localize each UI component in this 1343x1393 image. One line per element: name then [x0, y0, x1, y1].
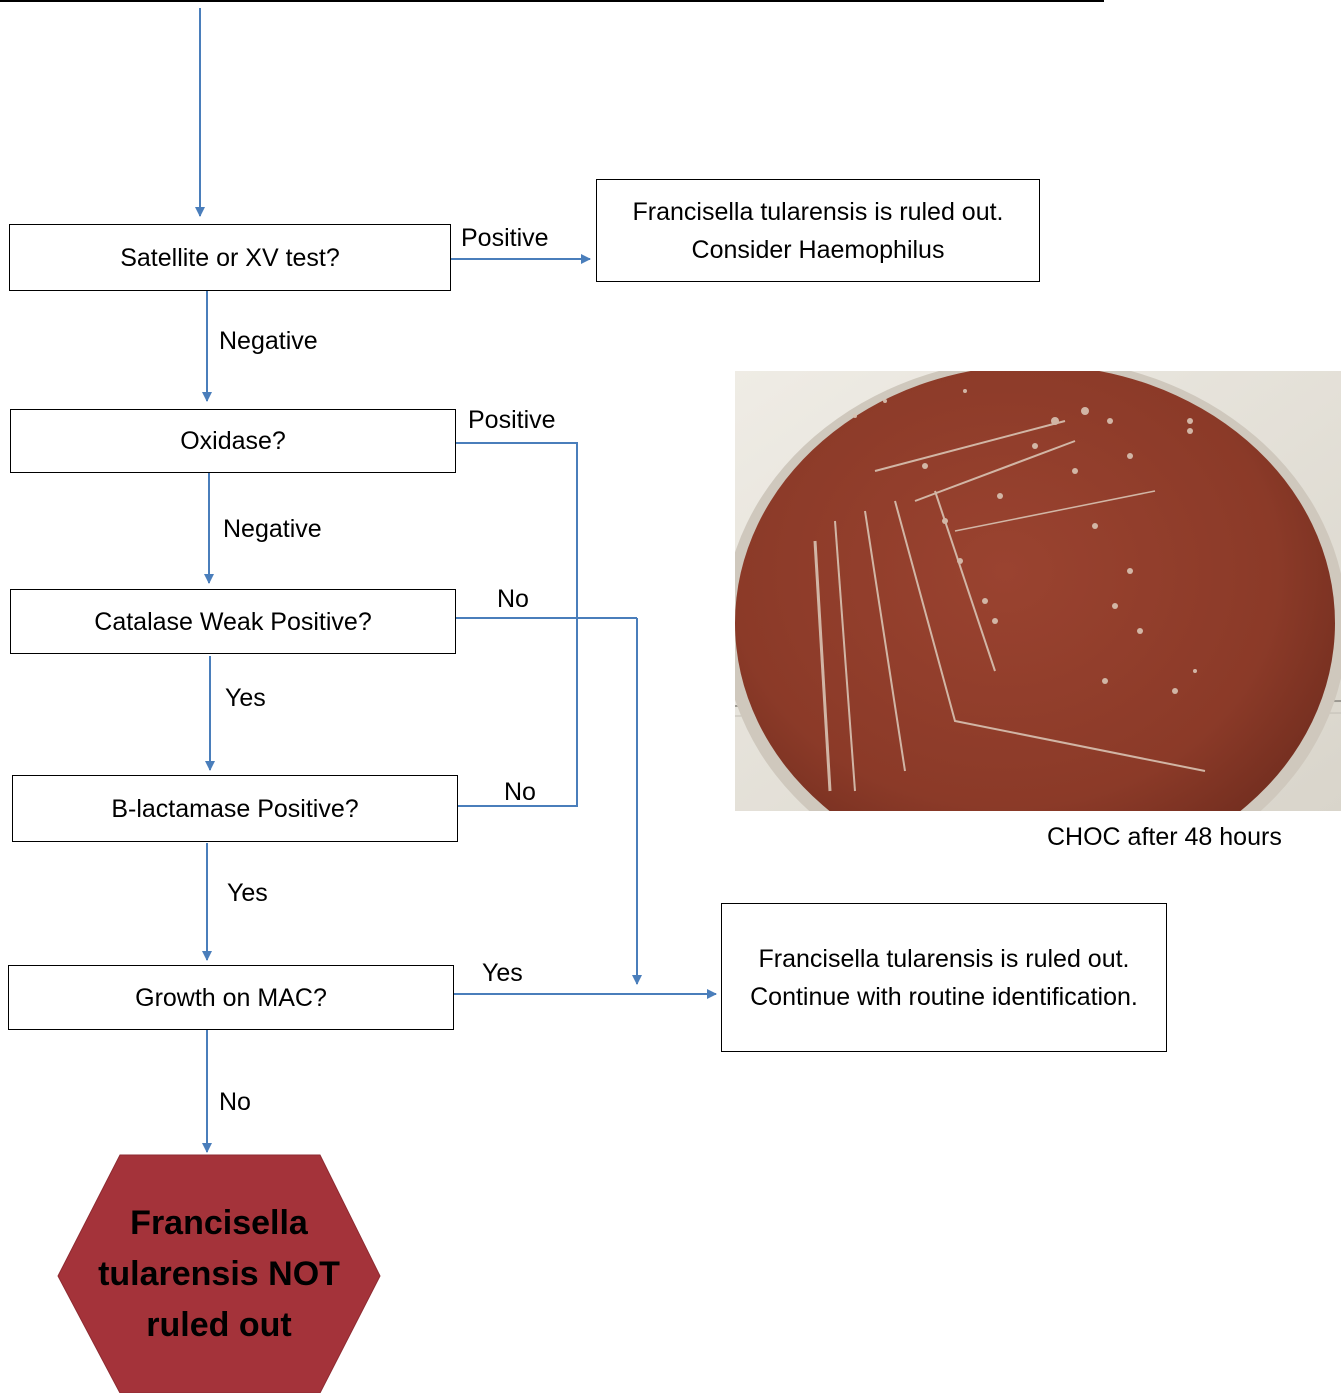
label-satellite-positive: Positive [461, 224, 549, 252]
colony-streaks [813, 389, 1206, 792]
growth-on-mac-text: Growth on MAC? [135, 983, 327, 1012]
not-ruled-out-text: Francisella tularensis NOT ruled out [98, 1203, 340, 1344]
blactamase-box: B-lactamase Positive? [12, 775, 458, 842]
label-catalase-yes: Yes [225, 684, 266, 712]
photo-caption: CHOC after 48 hours [1047, 823, 1282, 851]
label-satellite-negative: Negative [219, 327, 318, 355]
blactamase-text: B-lactamase Positive? [111, 794, 359, 823]
ruled-out-haemophilus-box: Francisella tularensis is ruled out. Con… [596, 179, 1040, 282]
line-oxidase-positive [455, 442, 578, 807]
ruled-out-haemophilus-text: Francisella tularensis is ruled out. Con… [632, 197, 1004, 264]
agar-plate-image [735, 371, 1341, 811]
label-mac-no: No [219, 1088, 251, 1116]
ruled-out-routine-box: Francisella tularensis is ruled out. Con… [721, 903, 1167, 1052]
top-rule [0, 0, 1104, 2]
satellite-xv-test-text: Satellite or XV test? [120, 243, 340, 272]
oxidase-text: Oxidase? [180, 427, 286, 455]
catalase-box: Catalase Weak Positive? [10, 589, 456, 654]
label-oxidase-positive: Positive [468, 406, 556, 434]
choc-plate-photo [735, 371, 1341, 811]
oxidase-box: Oxidase? [10, 409, 456, 473]
label-oxidase-negative: Negative [223, 515, 322, 543]
catalase-text: Catalase Weak Positive? [94, 607, 372, 636]
ruled-out-routine-text: Francisella tularensis is ruled out. Con… [750, 944, 1138, 1011]
growth-on-mac-box: Growth on MAC? [8, 965, 454, 1030]
label-blactamase-yes: Yes [227, 879, 268, 907]
label-catalase-no: No [497, 585, 529, 613]
label-mac-yes: Yes [482, 959, 523, 987]
satellite-xv-test-box: Satellite or XV test? [9, 224, 451, 291]
label-blactamase-no: No [504, 778, 536, 806]
